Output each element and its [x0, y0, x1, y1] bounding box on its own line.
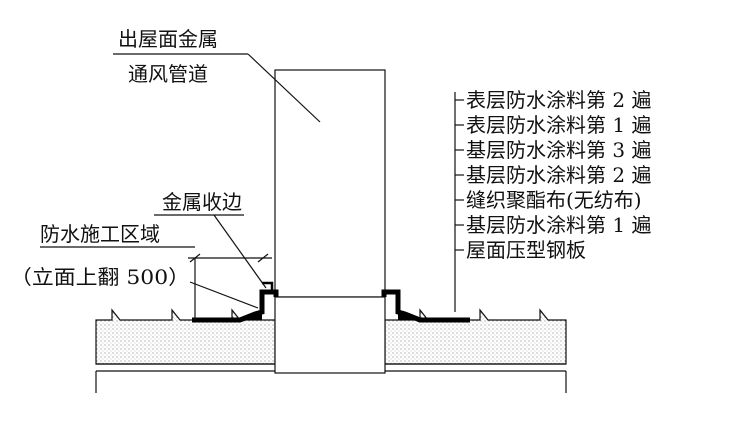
layer-label: 表层防水涂料第 1 遍 [466, 113, 651, 137]
layer-label: 表层防水涂料第 2 遍 [466, 88, 651, 112]
metal-vent-pipe [274, 69, 386, 298]
label-work-zone-line2: （立面上翻 500） [10, 265, 190, 289]
label-vent-pipe-line1: 出屋面金属 [118, 27, 218, 51]
layer-label: 基层防水涂料第 2 遍 [466, 163, 651, 187]
label-vent-pipe-line2: 通风管道 [128, 62, 208, 86]
label-work-zone-line1: 防水施工区域 [40, 222, 160, 246]
layer-label-list: 表层防水涂料第 2 遍 表层防水涂料第 1 遍 基层防水涂料第 3 遍 基层防水… [466, 88, 651, 262]
metal-edge-trim [262, 281, 274, 292]
layer-label: 基层防水涂料第 3 遍 [466, 138, 651, 162]
waterproof-membrane [192, 289, 470, 323]
label-metal-edge: 金属收边 [162, 190, 242, 214]
leader-lines [40, 53, 456, 312]
layer-label: 屋面压型钢板 [466, 238, 586, 262]
work-zone-dimension [188, 253, 272, 320]
roof-insulation-right [384, 308, 567, 365]
layer-label: 基层防水涂料第 1 遍 [466, 213, 651, 237]
layer-label-ticks [455, 99, 464, 251]
layer-label: 缝织聚酯布(无纺布) [466, 188, 642, 212]
pipe-base-below-deck [274, 296, 386, 374]
